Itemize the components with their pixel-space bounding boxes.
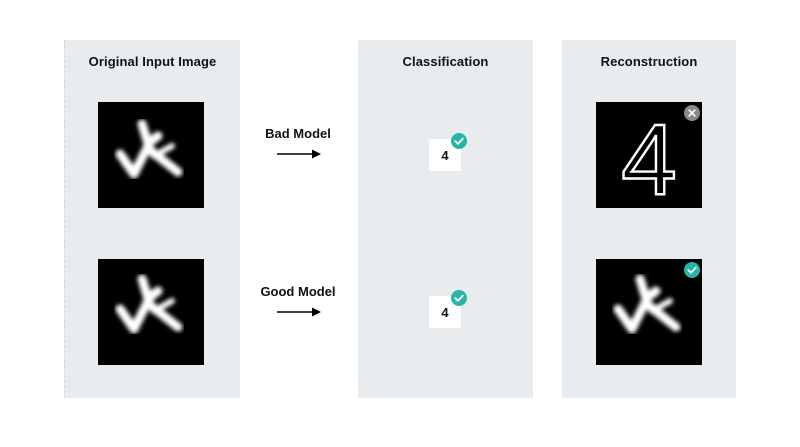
x-circle-icon (684, 105, 700, 121)
check-circle-icon (451, 290, 467, 306)
original-input-panel: Original Input Image (64, 40, 240, 398)
handwritten-digit-four (115, 119, 183, 179)
reconstruction-panel: Reconstruction 4 (562, 40, 736, 398)
reconstruction-digit-text: 4 (621, 104, 677, 208)
model-label-good: Good Model (260, 284, 336, 299)
predicted-digit: 4 (441, 304, 449, 320)
printed-digit-four: 4 (620, 103, 678, 208)
handwritten-digit-four (613, 274, 681, 334)
arrow-right-icon (277, 307, 321, 317)
arrow-right-icon (277, 149, 321, 159)
panel-title-input: Original Input Image (88, 54, 217, 69)
reconstruction-image-bad: 4 (596, 102, 702, 208)
handwritten-digit-four (115, 274, 183, 334)
input-image-good-row (98, 259, 204, 365)
classification-result-good: 4 (429, 296, 461, 328)
classification-panel: Classification 4 4 (358, 40, 533, 398)
model-label-bad: Bad Model (265, 126, 331, 141)
input-image-bad-row (98, 102, 204, 208)
check-circle-icon (451, 133, 467, 149)
reconstruction-image-good (596, 259, 702, 365)
predicted-digit: 4 (441, 147, 449, 163)
check-circle-icon (684, 262, 700, 278)
panel-title-classification: Classification (402, 54, 489, 69)
panel-title-reconstruction: Reconstruction (600, 54, 698, 69)
